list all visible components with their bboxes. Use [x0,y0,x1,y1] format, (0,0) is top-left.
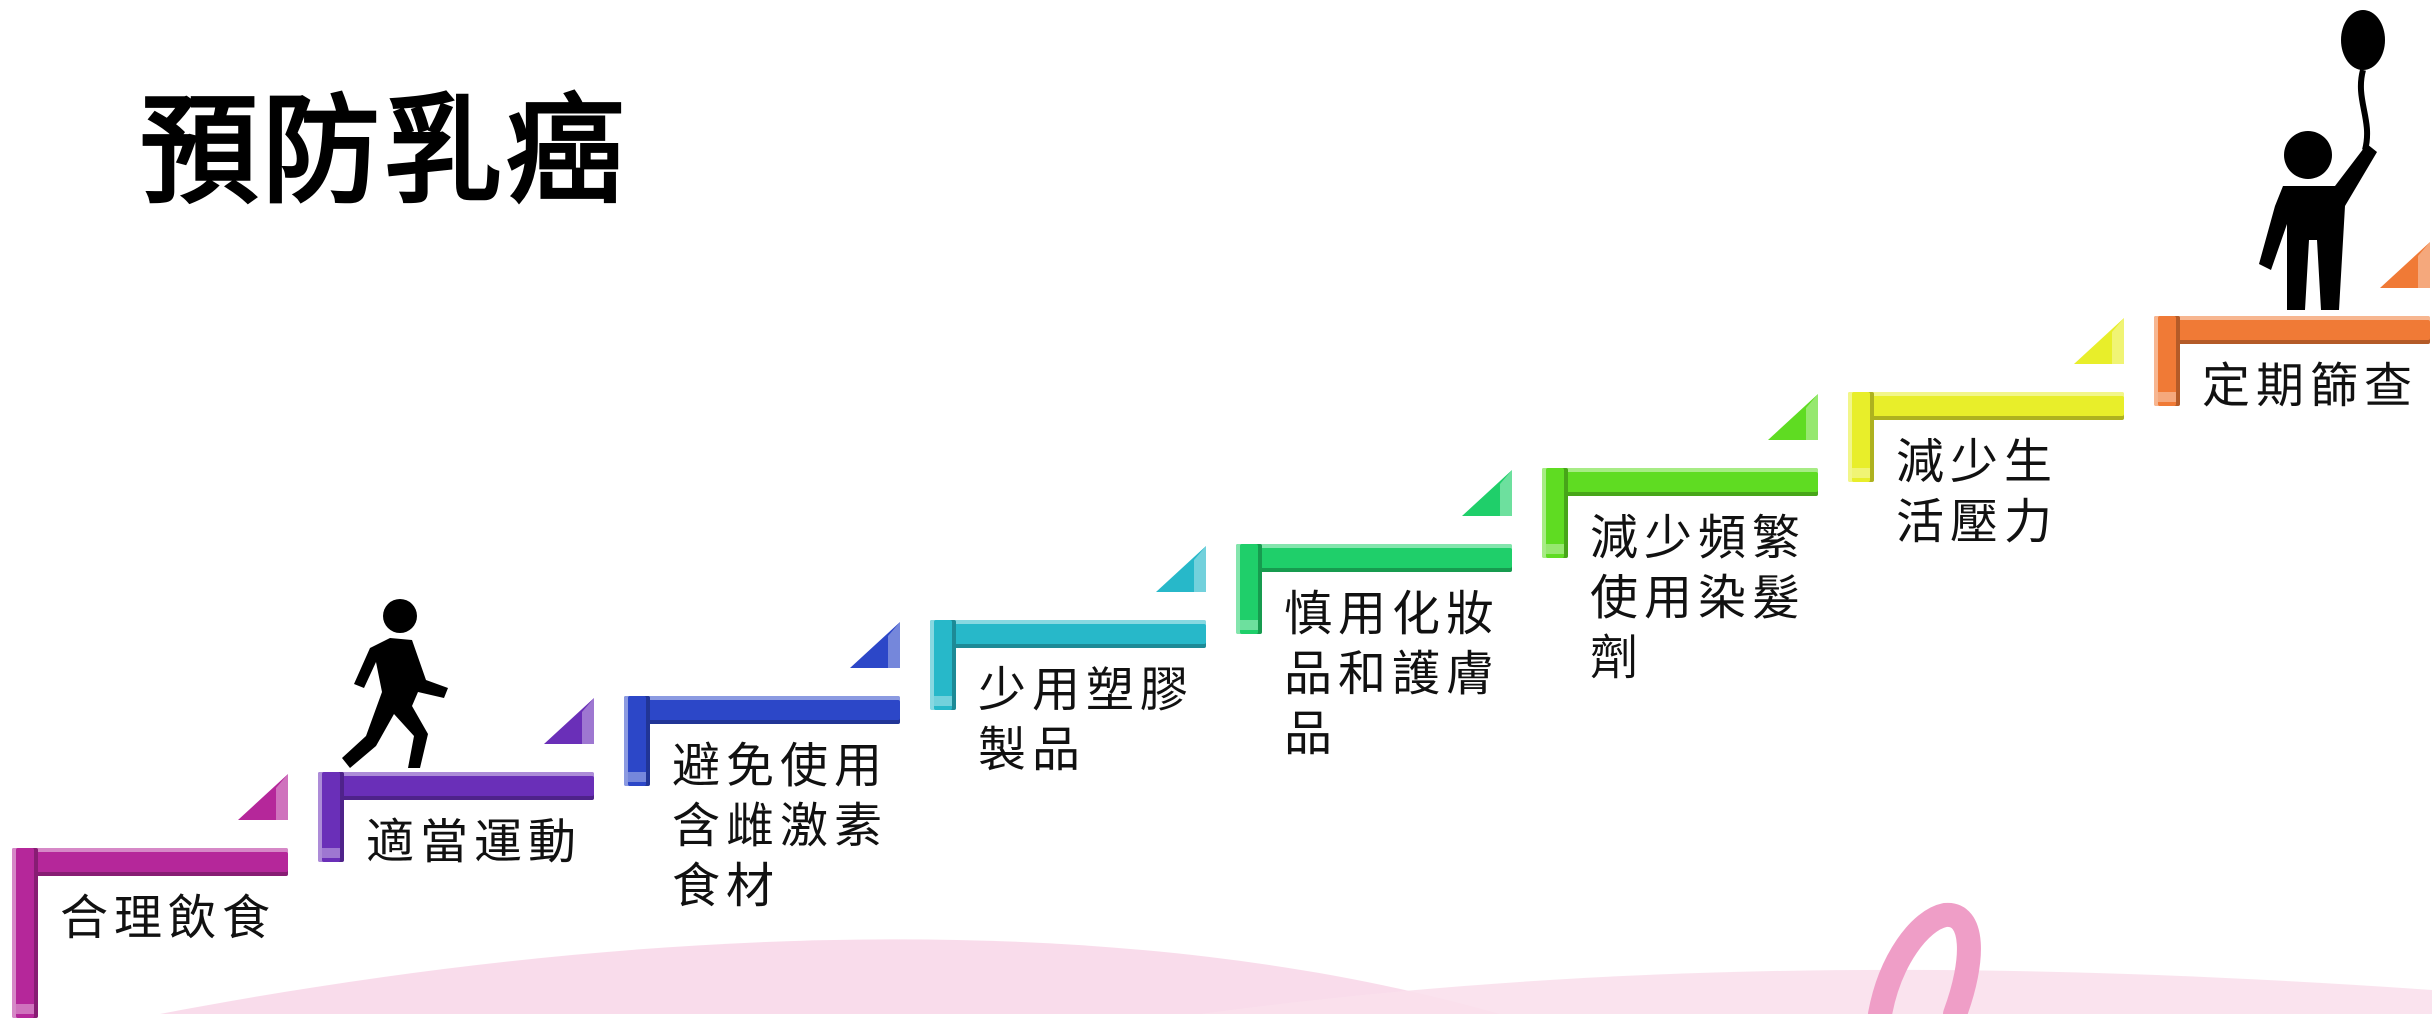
step-label: 減少生 活壓力 [1896,434,2059,550]
step-label: 適當運動 [366,814,583,870]
step-wedge [1156,546,1206,592]
step-bar [624,696,900,724]
step-bar [318,772,594,800]
step-bar [2154,316,2430,344]
step-bar [1542,468,1818,496]
step-post [930,620,956,710]
step-wedge [1768,394,1818,440]
step-bar [12,848,288,876]
step-post [12,848,38,1018]
walking-person-icon [342,599,448,768]
person-with-balloon-icon [2259,10,2385,310]
step-label: 定期篩查 [2202,358,2419,414]
step-bar [1236,544,1512,572]
step-post [1236,544,1262,634]
step-post [1848,392,1874,482]
step-wedge [2380,242,2430,288]
step-bar [930,620,1206,648]
step-post [2154,316,2180,406]
step-wedge [544,698,594,744]
page-title: 預防乳癌 [140,81,629,220]
step-wedge [238,774,288,820]
step-label: 合理飲食 [60,890,277,946]
pink-ribbon-icon [1868,903,1981,1014]
step-bar [1848,392,2124,420]
step-label: 避免使用 含雌激素 食材 [672,738,889,914]
step-post [318,772,344,862]
step-wedge [1462,470,1512,516]
step-label: 少用塑膠 製品 [978,662,1195,778]
step-wedge [850,622,900,668]
step-post [1542,468,1568,558]
step-post [624,696,650,786]
step-label: 減少頻繁 使用染髮 劑 [1590,510,1807,686]
step-label: 慎用化妝 品和護膚 品 [1284,586,1501,762]
step-wedge [2074,318,2124,364]
